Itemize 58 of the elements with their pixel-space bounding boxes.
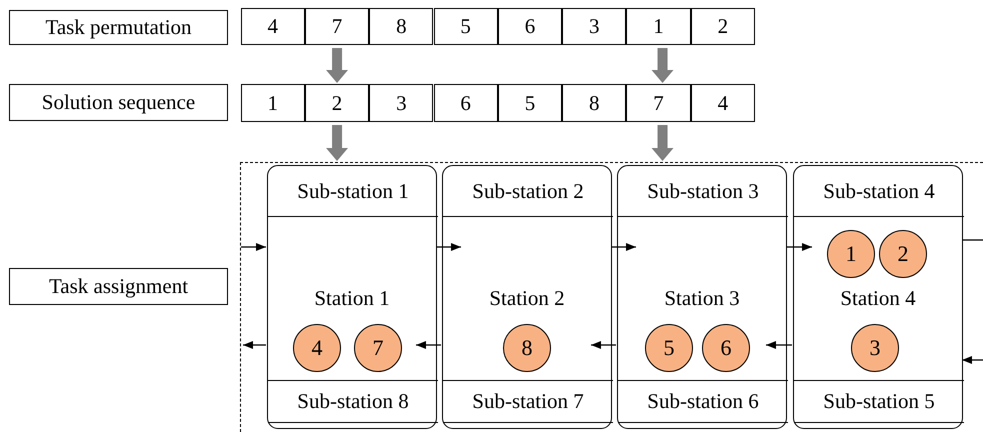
sequence-cell: 2 [304, 84, 370, 122]
sequence-cell: 1 [626, 8, 691, 45]
station-label: Station 4 [840, 285, 916, 312]
sequence-cell: 6 [498, 8, 562, 45]
arrow [416, 341, 441, 349]
sequence-cell: 4 [240, 8, 305, 45]
task-circle: 4 [293, 324, 341, 372]
substation-box: Sub-station 8 [268, 380, 438, 423]
task-circle: 1 [827, 230, 875, 278]
task-circle: 3 [851, 324, 899, 372]
station-label: Station 3 [664, 285, 740, 312]
row-label: Task permutation [9, 10, 228, 45]
sequence-cell: 8 [562, 84, 626, 122]
sequence-cell: 2 [690, 8, 755, 45]
station-box [267, 165, 437, 429]
arrow [591, 341, 616, 349]
block-arrow [326, 48, 348, 83]
assignment-region [240, 162, 983, 432]
connector-line [962, 239, 983, 241]
substation-box: Sub-station 4 [794, 166, 964, 217]
arrow [243, 341, 266, 349]
station-label: Station 2 [489, 285, 565, 312]
station-box [793, 165, 963, 429]
arrow [436, 243, 461, 251]
sequence-cell: 1 [240, 84, 305, 122]
block-arrow [652, 125, 674, 161]
substation-box: Sub-station 7 [443, 380, 613, 423]
task-circle: 5 [645, 324, 693, 372]
sequence-cell: 7 [304, 8, 370, 45]
station-box [617, 165, 787, 429]
sequence-cell: 7 [626, 84, 691, 122]
sequence-cell: 6 [434, 84, 498, 122]
task-circle: 7 [354, 324, 402, 372]
task-circle: 6 [702, 324, 750, 372]
sequence-cell: 5 [434, 8, 498, 45]
sequence-cell: 4 [690, 84, 755, 122]
block-arrow [326, 125, 348, 161]
substation-box: Sub-station 5 [794, 380, 964, 423]
sequence-cell: 8 [369, 8, 434, 45]
station-label: Station 1 [314, 285, 390, 312]
substation-box: Sub-station 2 [443, 166, 613, 217]
arrow [611, 243, 636, 251]
row-label: Task assignment [9, 268, 228, 305]
row-label: Solution sequence [9, 84, 228, 121]
substation-box: Sub-station 1 [268, 166, 438, 217]
arrow [766, 341, 792, 349]
substation-box: Sub-station 6 [618, 380, 788, 423]
arrow [962, 356, 983, 364]
station-box [442, 165, 612, 429]
block-arrow [652, 48, 674, 83]
sequence-cell: 3 [369, 84, 434, 122]
arrow [241, 243, 266, 251]
arrow [786, 243, 812, 251]
sequence-cell: 5 [498, 84, 562, 122]
sequence-cell: 3 [562, 8, 626, 45]
task-circle: 8 [503, 324, 551, 372]
substation-box: Sub-station 3 [618, 166, 788, 217]
task-circle: 2 [879, 230, 927, 278]
